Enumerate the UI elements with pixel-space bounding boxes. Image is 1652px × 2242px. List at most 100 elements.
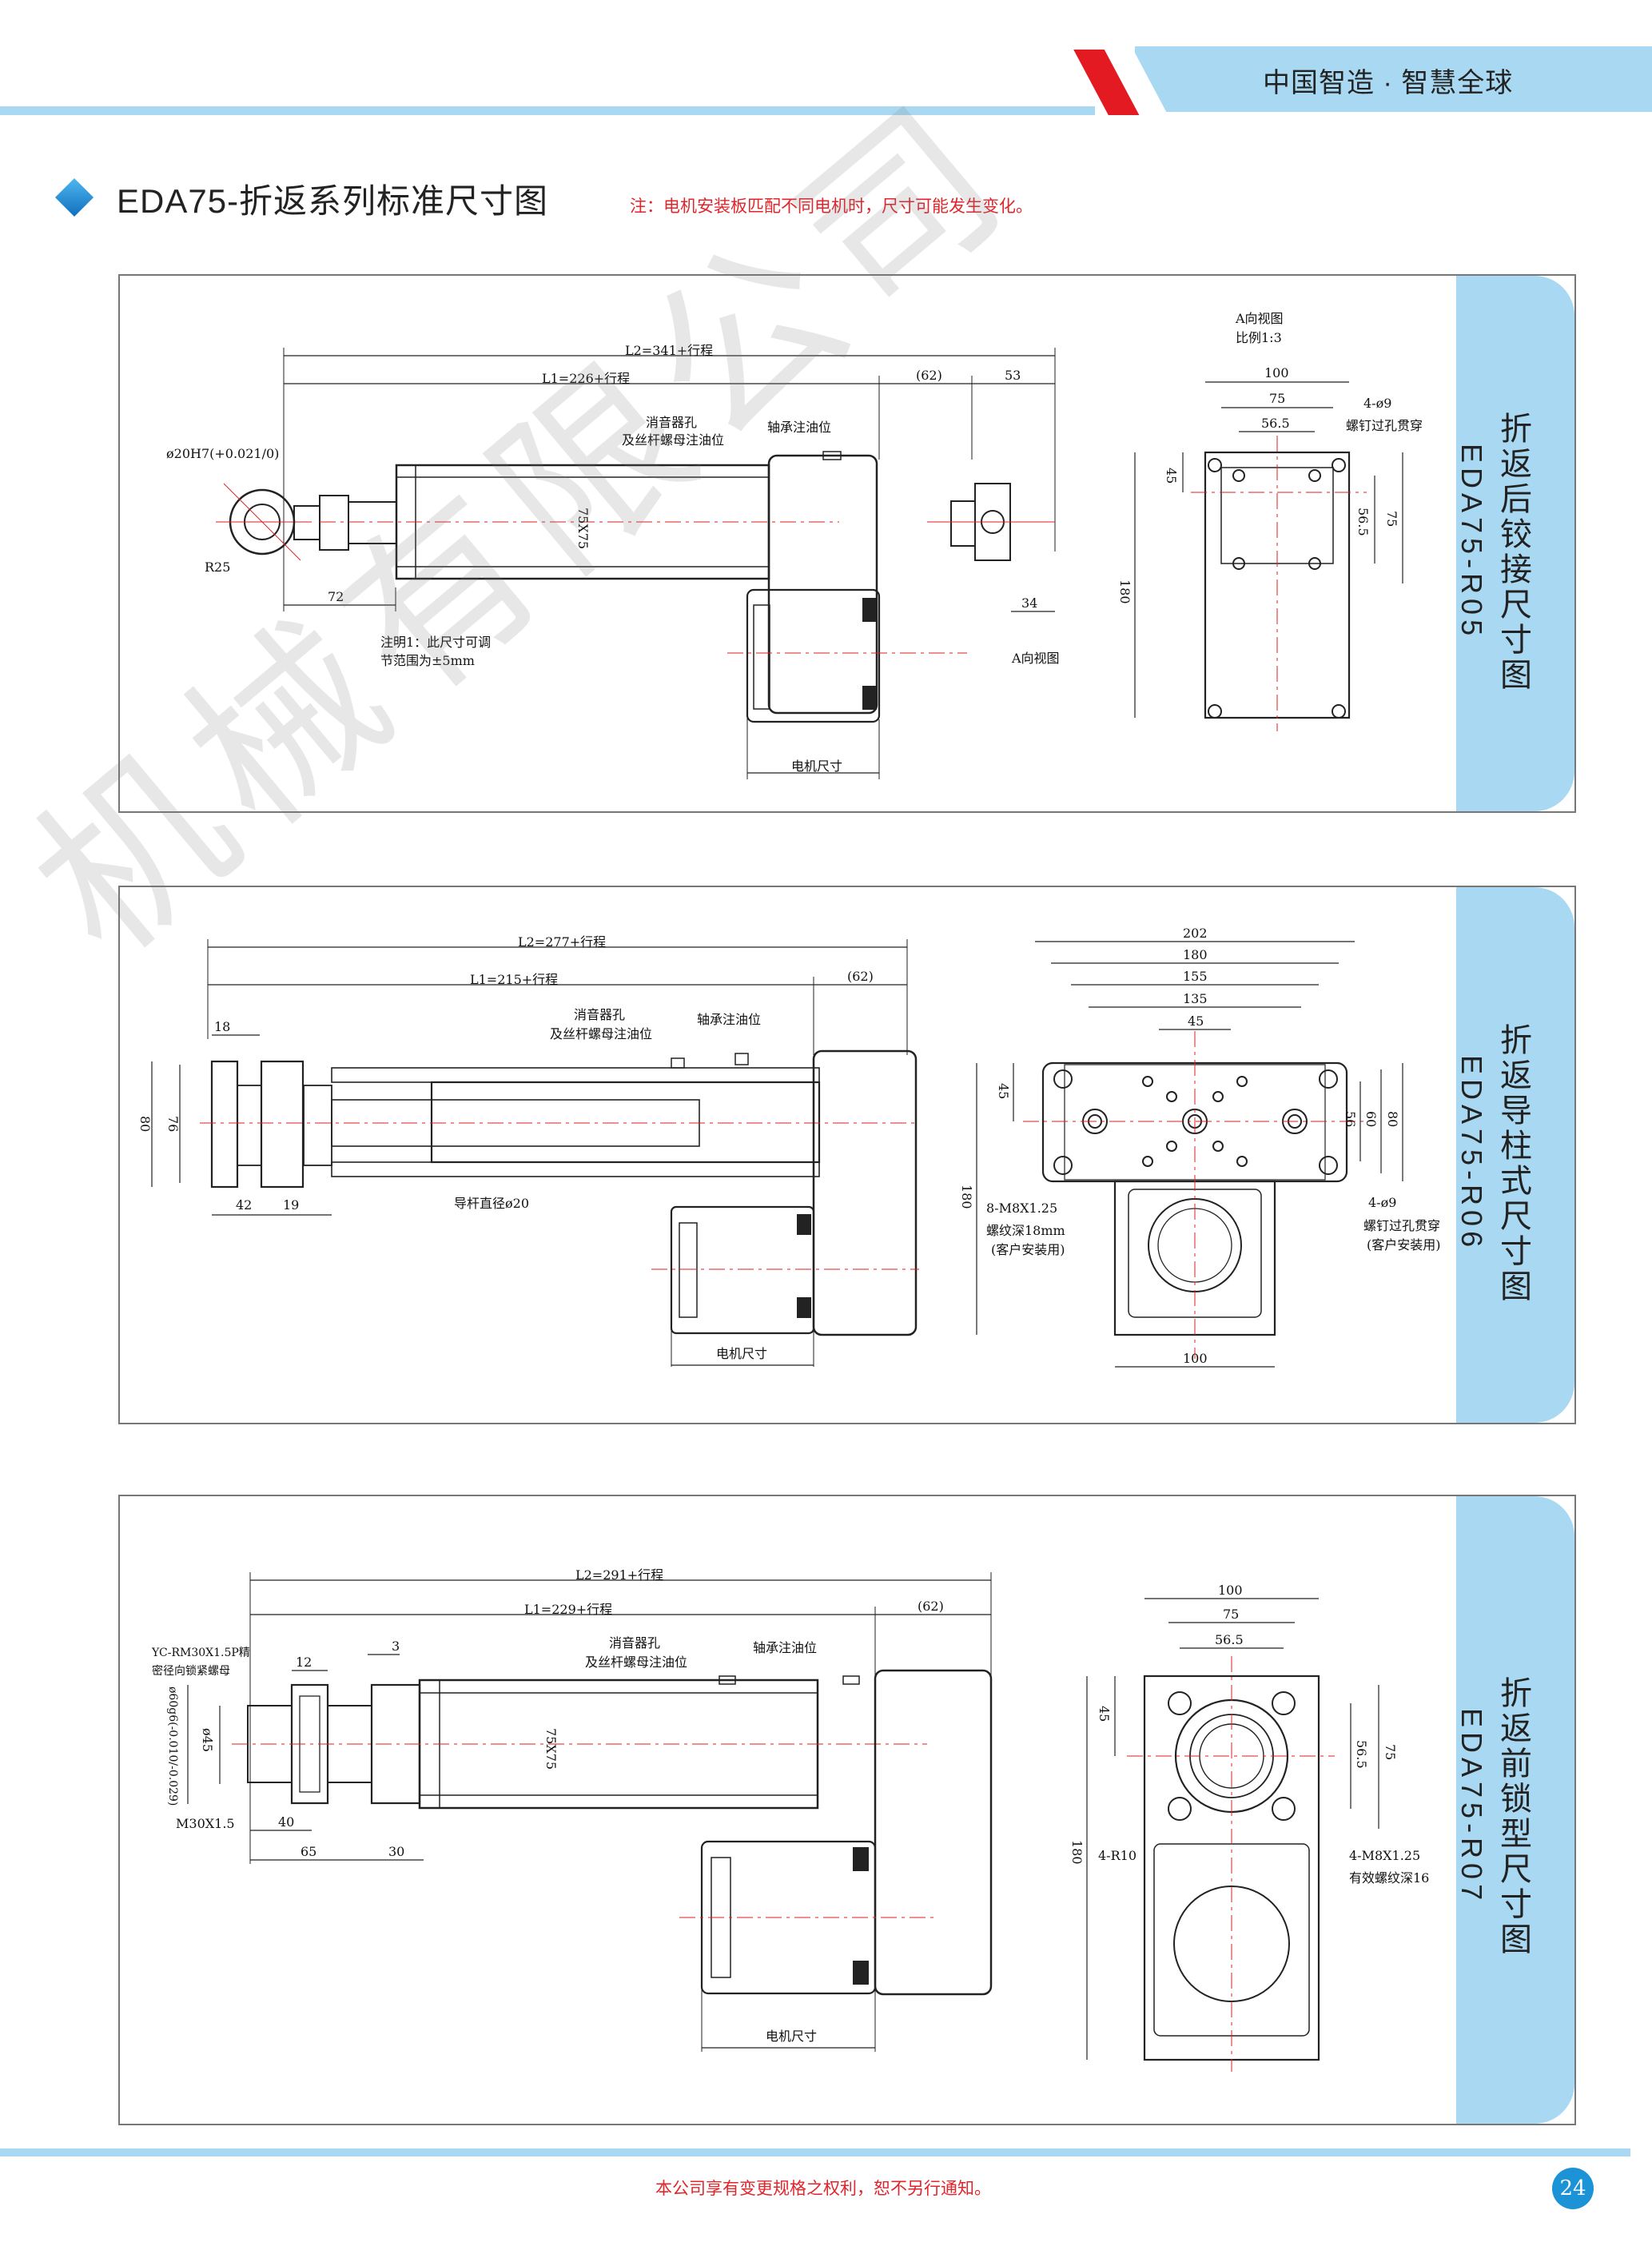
header-rule (0, 106, 1095, 115)
through-holes-line3: (客户安装用) (1367, 1237, 1441, 1252)
ev-dim-75: 75 (1223, 1607, 1240, 1622)
av-dim-45: 45 (1164, 468, 1179, 484)
av-dim-75-v: 75 (1384, 511, 1399, 528)
r07-technical-drawing (187, 1572, 1379, 2072)
dim-62: (62) (918, 1599, 944, 1614)
side-tab-r06: 折返导柱式尺寸图 EDA75-R06 (1455, 887, 1574, 1423)
dim-76: 76 (165, 1116, 181, 1133)
section-size: 75X75 (543, 1728, 559, 1770)
dim-53: 53 (1005, 368, 1021, 383)
silencer-label-line2: 及丝杆螺母注油位 (585, 1655, 688, 1670)
side-tab-r07: 折返前锁型尺寸图 EDA75-R07 (1455, 1496, 1574, 2124)
dim-62: (62) (916, 368, 942, 383)
dim-m30: M30X1.5 (176, 1816, 235, 1831)
dim-72: 72 (328, 589, 344, 604)
ev-tapped-line2: 有效螺纹深16 (1349, 1870, 1430, 1886)
dim-18: 18 (214, 1019, 231, 1034)
through-holes-line1: 4-ø9 (1368, 1195, 1397, 1210)
dim-42: 42 (236, 1197, 253, 1213)
dim-phi45: ø45 (200, 1728, 215, 1752)
sv-dim-135: 135 (1183, 991, 1208, 1006)
dim-l2: L2=277+行程 (518, 934, 607, 950)
r05-technical-drawing (216, 348, 1403, 779)
av-dim-56: 56.5 (1261, 416, 1290, 431)
footer-disclaimer: 本公司享有变更规格之权利，恕不另行通知。 (655, 2180, 991, 2198)
slogan-banner (1135, 46, 1652, 112)
motor-size-label: 电机尺寸 (716, 1346, 768, 1361)
ev-tapped-line1: 4-M8X1.25 (1349, 1848, 1421, 1863)
tapped-holes-line3: (客户安装用) (991, 1242, 1065, 1257)
ev-dim-56: 56.5 (1215, 1632, 1244, 1647)
lock-nut-line1: YC-RM30X1.5P精 (152, 1647, 250, 1659)
dim-phi60: ø60g6(-0.010/-0.029) (166, 1686, 179, 1806)
side-title-r07: 折返前锁型尺寸图 (1495, 1676, 1531, 1957)
side-tab-r05: 折返后铰接尺寸图 EDA75-R05 (1455, 276, 1574, 811)
motor-size-label: 电机尺寸 (766, 2029, 818, 2044)
adjust-note-line1: 注明1：此尺寸可调 (380, 635, 492, 650)
ev-dim-75-v: 75 (1383, 1744, 1398, 1761)
a-view-scale: 比例1:3 (1236, 330, 1282, 345)
page-number-badge: 24 (1552, 2168, 1594, 2209)
dim-l1: L1=226+行程 (542, 371, 631, 386)
av-holes-line1: 4-ø9 (1363, 396, 1392, 411)
a-view-title: A向视图 (1236, 311, 1284, 326)
av-dim-100: 100 (1264, 365, 1289, 380)
ev-r10: 4-R10 (1098, 1848, 1136, 1863)
adjust-note-line2: 节范围为±5mm (380, 653, 475, 668)
dim-34: 34 (1021, 595, 1038, 611)
sv-dim-45: 45 (1188, 1013, 1204, 1029)
dim-l2: L2=341+行程 (625, 343, 714, 358)
av-dim-56-v: 56.5 (1355, 508, 1371, 536)
dim-l2: L2=291+行程 (575, 1567, 664, 1583)
silencer-label-line2: 及丝杆螺母注油位 (550, 1026, 653, 1041)
silencer-label-line1: 消音器孔 (646, 415, 698, 430)
side-title-r06: 折返导柱式尺寸图 (1495, 1023, 1531, 1304)
dim-80: 80 (137, 1116, 153, 1133)
dim-l1: L1=229+行程 (524, 1602, 613, 1617)
drawing-panel-r07: L2=291+行程 L1=229+行程 (62) YC-RM30X1.5P精 密… (118, 1495, 1576, 2125)
motor-size-label: 电机尺寸 (791, 759, 843, 774)
dim-40: 40 (278, 1814, 295, 1830)
drawing-panel-r05: L2=341+行程 L1=226+行程 (62) 53 ø20H7(+0.021… (118, 274, 1576, 813)
ev-dim-100: 100 (1218, 1583, 1243, 1598)
av-dim-180: 180 (1117, 579, 1133, 604)
dim-r25: R25 (205, 560, 231, 575)
dim-30: 30 (388, 1844, 405, 1859)
dim-62: (62) (847, 969, 874, 984)
tapped-holes-line1: 8-M8X1.25 (986, 1201, 1058, 1216)
ev-dim-45-v: 45 (1097, 1706, 1112, 1722)
section-size: 75X75 (575, 508, 591, 550)
av-holes-line2: 螺钉过孔贯穿 (1346, 418, 1423, 433)
sv-dim-180: 180 (1183, 947, 1208, 962)
silencer-label-line1: 消音器孔 (609, 1635, 661, 1651)
sv-dim-202: 202 (1183, 926, 1208, 941)
lock-nut-line2: 密径向锁紧螺母 (152, 1665, 230, 1678)
dim-19: 19 (283, 1197, 300, 1213)
footer-rule (0, 2148, 1630, 2156)
dim-hole: ø20H7(+0.021/0) (166, 446, 280, 461)
side-code-r06: EDA75-R06 (1455, 1055, 1488, 1252)
sv-dim-45-v: 45 (996, 1083, 1011, 1100)
guide-rod-label: 导杆直径ø20 (454, 1196, 529, 1211)
ev-dim-56-v: 56.5 (1354, 1740, 1369, 1769)
title-diamond-icon (54, 177, 94, 217)
av-dim-75: 75 (1269, 391, 1286, 406)
sv-dim-56-v: 56 (1343, 1111, 1358, 1128)
side-title-r05: 折返后铰接尺寸图 (1495, 412, 1531, 693)
dim-12: 12 (296, 1655, 312, 1670)
page-note: 注：电机安装板匹配不同电机时，尺寸可能发生变化。 (630, 197, 1033, 216)
sv-dim-80-v: 80 (1385, 1111, 1400, 1128)
dim-65: 65 (301, 1844, 317, 1859)
bearing-label: 轴承注油位 (697, 1012, 762, 1027)
page-title: EDA75-折返系列标准尺寸图 (117, 182, 549, 220)
a-view-arrow-label: A向视图 (1012, 651, 1060, 666)
side-code-r05: EDA75-R05 (1455, 444, 1488, 641)
sv-dim-100: 100 (1183, 1351, 1208, 1366)
ev-dim-180-v: 180 (1069, 1840, 1085, 1865)
bearing-label: 轴承注油位 (767, 420, 832, 435)
sv-dim-180-v: 180 (959, 1185, 974, 1209)
through-holes-line2: 螺钉过孔贯穿 (1363, 1218, 1441, 1233)
dim-3: 3 (392, 1639, 400, 1654)
side-code-r07: EDA75-R07 (1455, 1708, 1488, 1906)
r06-technical-drawing (151, 939, 1403, 1368)
